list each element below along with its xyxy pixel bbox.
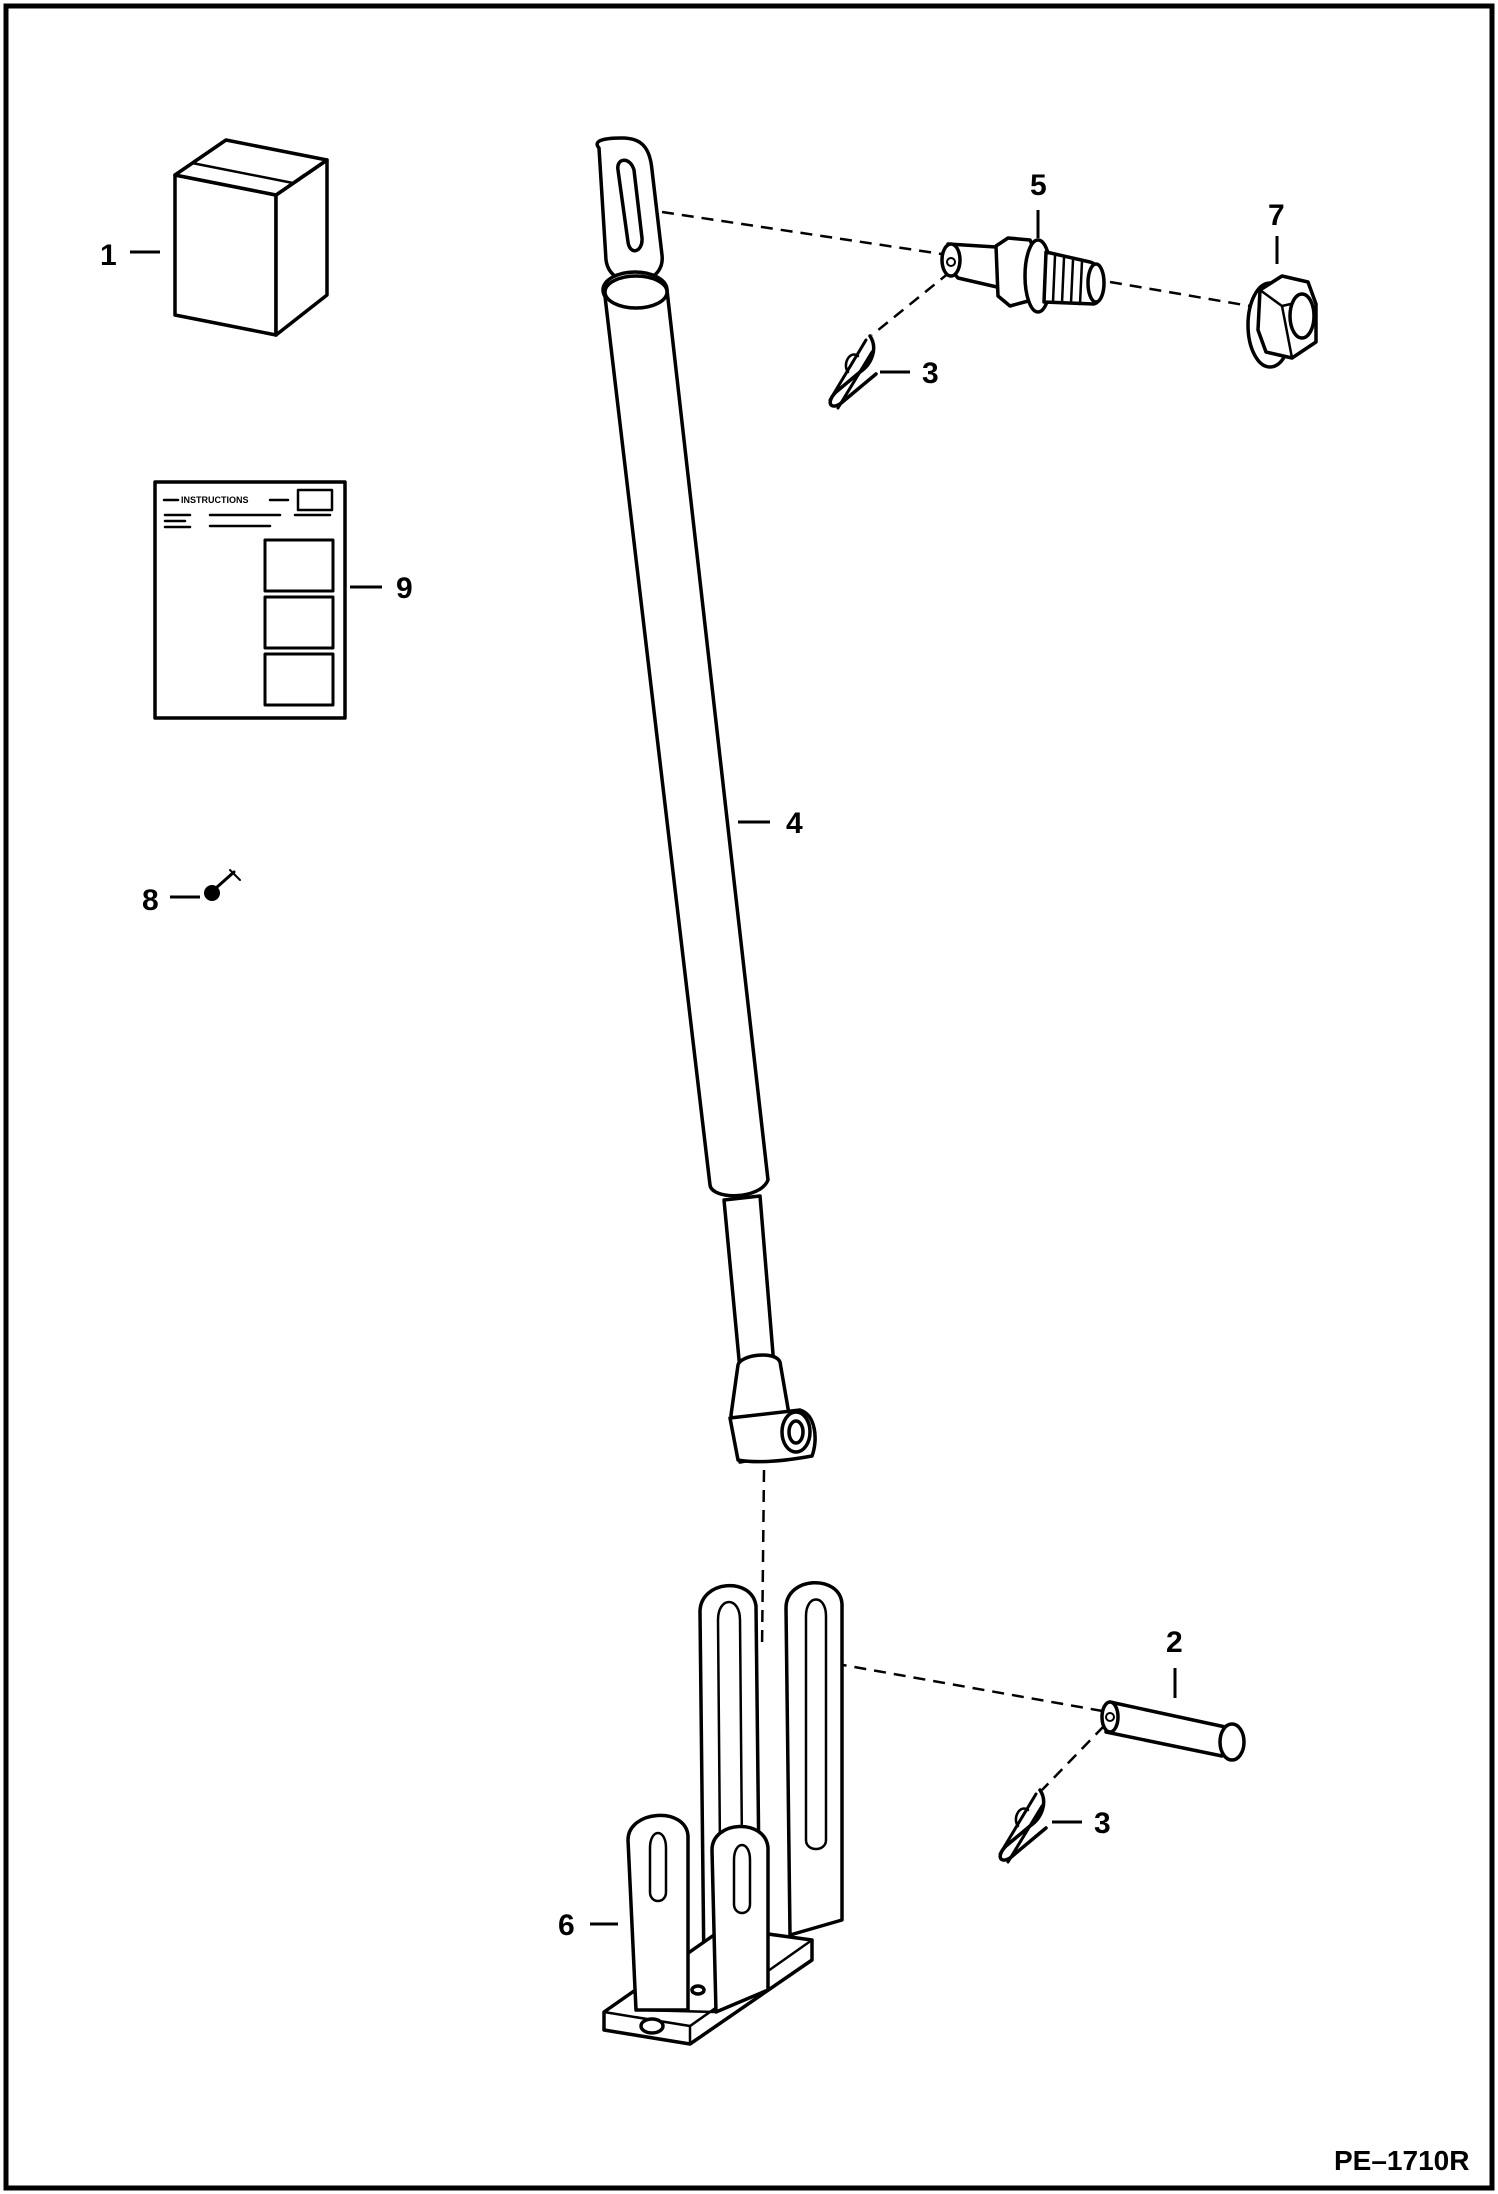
svg-text:3: 3: [922, 357, 939, 390]
part-3-clip-upper: [828, 334, 878, 410]
callout-3-lower: 3: [1052, 1807, 1111, 1840]
svg-text:5: 5: [1030, 169, 1047, 202]
svg-text:7: 7: [1268, 199, 1285, 232]
part-5-stud-pin: [940, 236, 1106, 314]
svg-text:6: 6: [558, 1909, 575, 1942]
callout-8: 8: [142, 884, 200, 917]
callout-9: 9: [350, 572, 413, 605]
instructions-header-text: INSTRUCTIONS: [181, 495, 249, 505]
part-6-mounting-bracket: [602, 1580, 844, 2046]
part-4-gas-strut: [595, 136, 817, 1464]
svg-text:8: 8: [142, 884, 159, 917]
svg-text:4: 4: [786, 807, 803, 840]
dash-bracket-to-pin2: [814, 1658, 1109, 1714]
part-9-instruction-sheet: INSTRUCTIONS: [153, 480, 347, 720]
dash-pin5-to-nut7: [1109, 280, 1251, 308]
dash-eyelet-to-pin5: [661, 210, 956, 258]
part-1-kit-box: [173, 138, 329, 337]
part-3-clip-lower: [998, 1788, 1048, 1864]
svg-text:3: 3: [1094, 1807, 1111, 1840]
part-8-rivet: [204, 869, 241, 901]
dash-pin2-to-clip3b: [1041, 1725, 1105, 1791]
part-7-flange-nut: [1246, 274, 1318, 369]
svg-text:2: 2: [1166, 1626, 1183, 1659]
dash-pin5-to-clip3a: [871, 271, 951, 336]
callout-2: 2: [1166, 1626, 1183, 1698]
part-2-clevis-pin: [1100, 1700, 1246, 1762]
callout-3-upper: 3: [880, 357, 939, 390]
callout-6: 6: [558, 1909, 618, 1942]
dash-strut-to-bracket: [760, 1469, 766, 1651]
callout-4: 4: [738, 807, 803, 840]
callout-7: 7: [1268, 199, 1285, 264]
reference-code: PE–1710R: [1334, 2145, 1469, 2176]
page-frame: [3, 3, 1495, 2191]
svg-text:1: 1: [100, 239, 117, 272]
svg-text:9: 9: [396, 572, 413, 605]
callout-1: 1: [100, 239, 160, 272]
callout-5: 5: [1030, 169, 1047, 238]
